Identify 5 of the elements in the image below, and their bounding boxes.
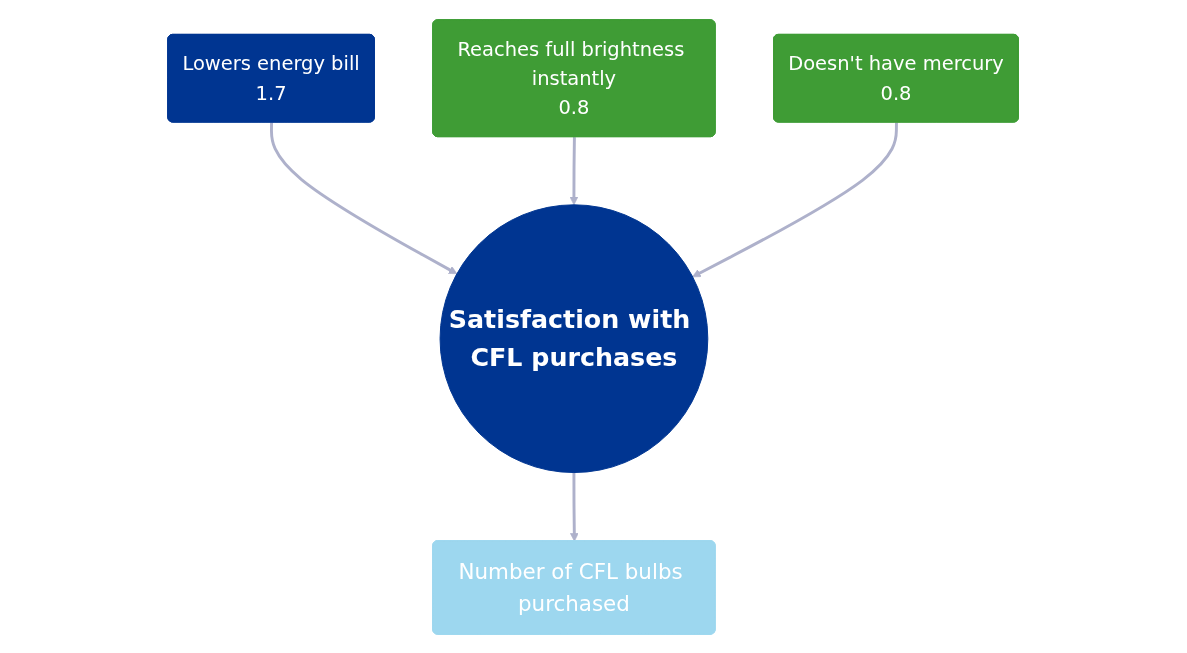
arrow [570, 136, 579, 205]
arrow [270, 122, 458, 274]
arrow [692, 122, 899, 277]
arrow [570, 472, 579, 542]
node-circle: Satisfaction with CFL purchases [439, 203, 709, 473]
